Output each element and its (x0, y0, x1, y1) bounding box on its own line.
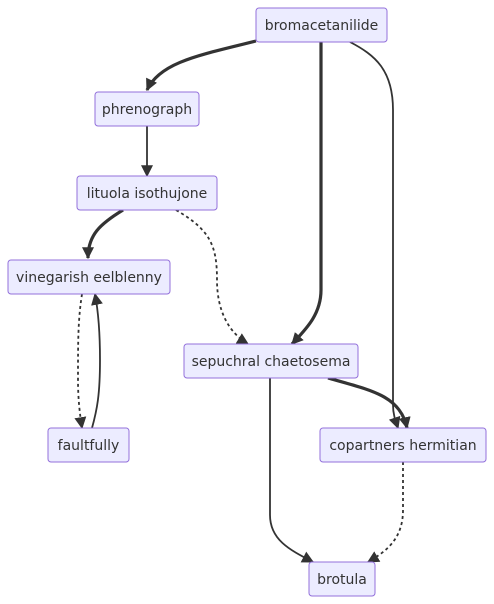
node-label: faultfully (58, 438, 120, 454)
node-phrenograph[interactable]: phrenograph (94, 91, 200, 127)
node-label: copartners hermitian (329, 438, 476, 454)
edge-faultfully-vinegarish (91, 292, 103, 429)
node-faultfully[interactable]: faultfully (47, 427, 130, 463)
edge-bromacetanilide-copartners (349, 41, 401, 430)
node-label: brotula (317, 572, 367, 588)
edge-bromacetanilide-phrenograph (145, 39, 257, 92)
edge-lituola-vinegarish (82, 208, 124, 260)
node-lituola-isothujone[interactable]: lituola isothujone (76, 175, 218, 211)
edge-lituola-sepuchral (175, 209, 250, 345)
node-label: phrenograph (102, 102, 192, 118)
node-sepuchral-chaetosema[interactable]: sepuchral chaetosema (183, 343, 359, 379)
edge-vinegarish-faultfully (74, 293, 87, 430)
node-label: bromacetanilide (265, 18, 379, 34)
edge-sepuchral-brotula (269, 378, 315, 563)
edge-copartners-brotula (366, 462, 404, 563)
node-label: lituola isothujone (87, 186, 208, 202)
node-brotula[interactable]: brotula (308, 561, 376, 597)
node-label: sepuchral chaetosema (192, 354, 351, 370)
edges-layer (74, 39, 411, 563)
edge-bromacetanilide-sepuchral (290, 42, 323, 346)
node-vinegarish-eelblenny[interactable]: vinegarish eelblenny (7, 259, 171, 295)
node-bromacetanilide[interactable]: bromacetanilide (255, 7, 388, 43)
node-copartners-hermitian[interactable]: copartners hermitian (319, 427, 487, 463)
node-label: vinegarish eelblenny (16, 270, 162, 286)
edge-sepuchral-copartners (327, 376, 411, 430)
nodes-layer: bromacetanilide phrenograph lituola isot… (7, 7, 487, 597)
